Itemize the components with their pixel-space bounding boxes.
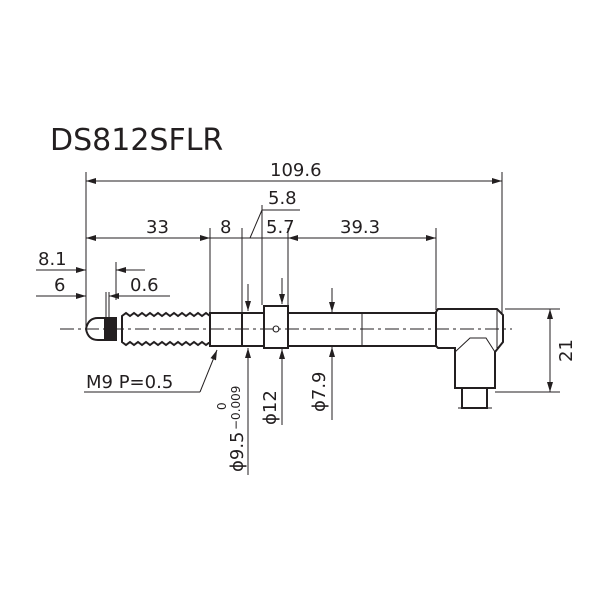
dim-39-3: 39.3 [340, 217, 380, 238]
dim-33: 33 [146, 217, 169, 238]
model-title: DS812SFLR [50, 123, 223, 158]
dimension-lines [36, 178, 553, 475]
dim-0-6: 0.6 [130, 275, 159, 296]
dia-collar: ϕ12 [260, 390, 281, 425]
thread-spec: M9 P=0.5 [86, 372, 173, 393]
dia-spindle: ϕ7.9 [309, 372, 330, 413]
dim-5-7: 5.7 [266, 217, 295, 238]
probe-body [60, 305, 512, 409]
dia-stem-tol-lower: −0.009 [229, 386, 243, 430]
cable [461, 387, 488, 409]
dim-8-1: 8.1 [38, 249, 67, 270]
dia-stem-tol-upper: 0 [215, 402, 229, 410]
dia-stem: ϕ9.5 [227, 432, 248, 473]
dim-6: 6 [54, 275, 65, 296]
dimension-labels: 109.6 33 8 5.8 5.7 39.3 8.1 6 0.6 21 M9 … [38, 160, 577, 472]
dim-height: 21 [556, 339, 577, 362]
dim-overall-length: 109.6 [270, 160, 322, 181]
dim-5-8: 5.8 [268, 188, 297, 209]
dim-8: 8 [220, 217, 231, 238]
collar [263, 305, 289, 349]
